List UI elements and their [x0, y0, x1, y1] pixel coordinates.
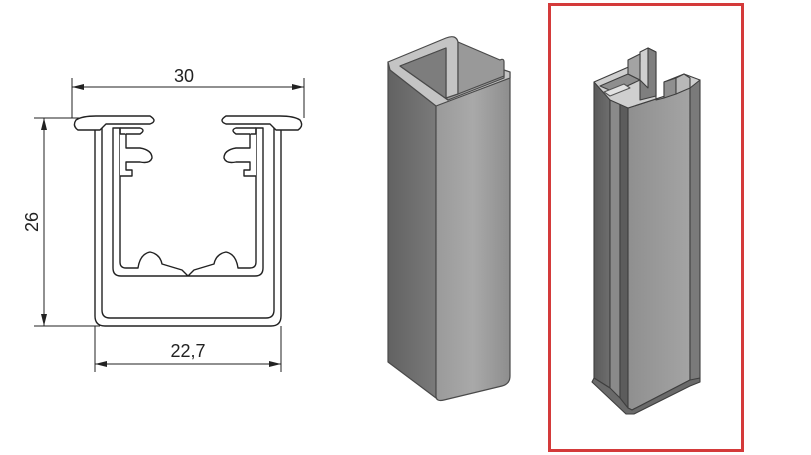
- selection-highlight-frame: [548, 3, 744, 452]
- height-label: 26: [22, 212, 42, 232]
- dimension-bottom: [94, 326, 282, 372]
- cross-section-drawing: 30 26 22,7: [22, 66, 305, 372]
- dimension-top: [71, 78, 305, 118]
- bottom-width-label: 22,7: [170, 341, 205, 361]
- top-width-label: 30: [174, 66, 194, 86]
- dimension-height: [34, 117, 100, 327]
- u-channel-3d-icon: [387, 36, 511, 402]
- profile-cross-section-icon: [73, 115, 303, 327]
- complex-profile-3d-icon: [591, 47, 701, 415]
